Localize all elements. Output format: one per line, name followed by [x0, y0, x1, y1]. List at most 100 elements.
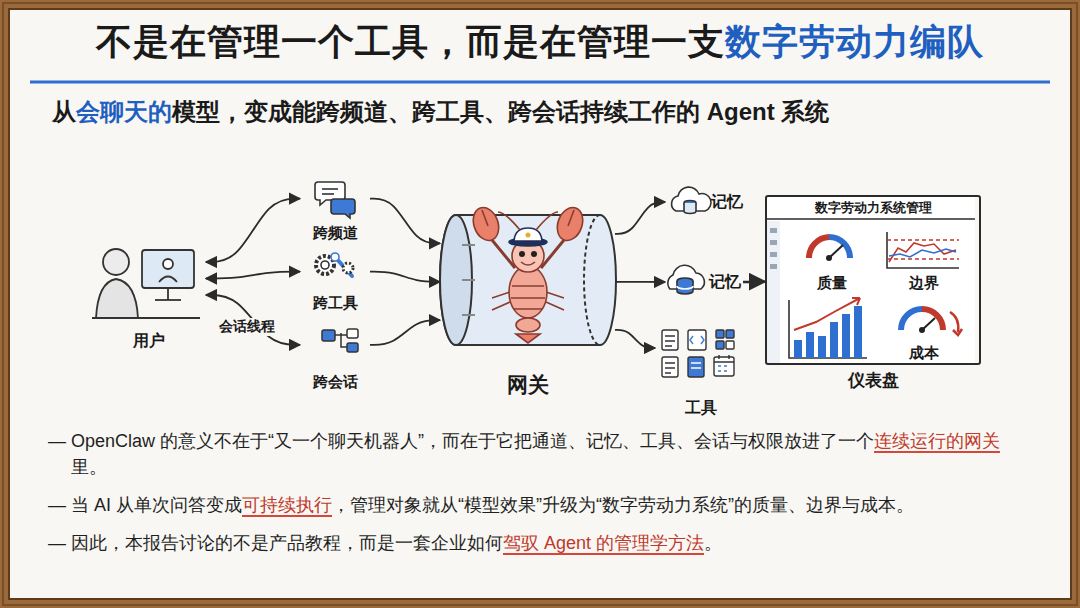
- bar-chart: [830, 322, 838, 358]
- node-label: 质量: [817, 274, 847, 292]
- plain-text: 里。: [71, 457, 107, 477]
- tools-node: 工具: [655, 325, 747, 417]
- highlight-text: 可持续执行: [242, 495, 332, 515]
- node-label: 跨工具: [313, 294, 358, 312]
- bullet-note: — OpenClaw 的意义不在于“又一个聊天机器人”，而在于它把通道、记忆、工…: [48, 428, 1033, 480]
- bar-chart: [852, 298, 860, 305]
- plain-text: 模型，变成能跨频道、跨工具、跨会话持续工作的 Agent 系统: [172, 98, 829, 125]
- boundary-chart: [889, 243, 956, 262]
- session-icon: [347, 329, 358, 338]
- tool-icons: [688, 357, 704, 377]
- node-label: 记忆: [711, 192, 743, 211]
- dashboard-panel: [767, 221, 780, 363]
- wood-frame: [9, 9, 1071, 599]
- channel-icon: [315, 182, 355, 218]
- quality-gauge: [809, 237, 850, 261]
- node-label: 工具: [685, 398, 717, 417]
- bar-chart: [806, 332, 814, 358]
- bullet-note: — 当 AI 从单次问答变成可持续执行，管理对象就从“模型效果”升级为“数字劳动…: [48, 492, 1033, 518]
- lobster-mascot: [553, 204, 587, 244]
- gateway-cylinder: [462, 244, 475, 246]
- user-figure: [142, 250, 194, 288]
- node-label: 跨频道: [313, 224, 358, 242]
- gateway-cylinder: [440, 215, 616, 345]
- dashboard-panel: [770, 264, 777, 269]
- tool-bridge-node: 跨工具: [300, 250, 370, 312]
- dashboard-panel: [765, 195, 975, 365]
- bar-chart: [794, 298, 860, 330]
- tool-icons: [662, 330, 734, 377]
- tool-icons: [665, 336, 675, 346]
- node-label: 成本: [909, 344, 939, 362]
- user-figure: [92, 317, 200, 319]
- lobster-mascot: [516, 318, 540, 332]
- channel-icon: [331, 199, 355, 218]
- connector-arrow: [206, 295, 300, 345]
- tool-icons: [688, 330, 706, 350]
- session-icon: [335, 333, 347, 347]
- node-label: 记忆: [709, 272, 741, 291]
- quality-gauge: [826, 255, 832, 261]
- quality-gauge: [809, 237, 829, 258]
- memory-database-icon: [677, 286, 693, 289]
- user-figure: [92, 249, 200, 318]
- tool-icon: [321, 261, 329, 269]
- bar-chart: [842, 314, 850, 358]
- user-figure: [167, 288, 169, 300]
- tool-icons: [714, 357, 734, 376]
- tool-icons: [690, 336, 704, 344]
- metric-boundary: 边界: [879, 226, 969, 292]
- subtitle: 从会聊天的模型，变成能跨频道、跨工具、跨会话持续工作的 Agent 系统: [52, 96, 829, 128]
- channel-icon: [322, 188, 338, 190]
- user-figure: [159, 277, 177, 283]
- gateway-cylinder: [462, 314, 475, 316]
- highlight-text: 会聊天的: [76, 98, 172, 125]
- tool-icons: [718, 366, 727, 371]
- plain-text: ，管理对象就从“模型效果”升级为“数字劳动力系统”的质量、边界与成本。: [332, 495, 914, 515]
- bar-chart: [854, 306, 862, 358]
- cost-gauge: [901, 309, 922, 330]
- lobster-mascot: [509, 266, 547, 318]
- plain-text: 不是在管理一个工具，而是在管理一支: [96, 21, 725, 62]
- dashboard-panel: [770, 228, 777, 233]
- highlight-text: 数字劳动力编队: [725, 21, 984, 62]
- wood-frame: [3, 3, 1077, 605]
- dashboard-panel: [765, 195, 975, 365]
- node-label: 边界: [909, 274, 939, 292]
- plain-text: — 当 AI 从单次问答变成: [48, 495, 242, 515]
- connector-arrow: [370, 199, 440, 244]
- connector-arrow: [615, 330, 655, 348]
- lobster-mascot: [521, 262, 535, 265]
- tool-icons: [726, 341, 734, 349]
- cost-gauge: [901, 309, 962, 335]
- user-node: 用户: [92, 240, 206, 350]
- plain-text: 从: [52, 98, 76, 125]
- memory-cloud-icon: [672, 187, 711, 213]
- plain-text: — OpenClaw 的意义不在于“又一个聊天机器人”，而在于它把通道、记忆、工…: [48, 431, 874, 451]
- cost-gauge: [950, 312, 958, 332]
- user-figure: [163, 259, 173, 269]
- connector-arrow: [370, 272, 440, 282]
- user-figure: [103, 249, 129, 275]
- lobster-mascot: [482, 210, 488, 226]
- highlight-text: 连续运行的网关: [874, 431, 1000, 451]
- memory-database-icon: [668, 265, 705, 294]
- tool-icon: [336, 258, 352, 276]
- memory-database-icon: [677, 281, 693, 294]
- tool-icons: [665, 363, 675, 373]
- tool-icons: [662, 330, 678, 350]
- node-label: 数字劳动力系统管理: [767, 200, 979, 216]
- boundary-chart: [887, 232, 959, 268]
- connector-arrow: [206, 199, 300, 262]
- session-icon: [322, 330, 335, 341]
- tool-icon: [343, 263, 353, 273]
- lobster-mascot: [516, 334, 540, 343]
- tool-icons: [714, 355, 734, 362]
- connector-arrow: [743, 280, 765, 283]
- lobster-mascot: [514, 228, 542, 241]
- lobster-mascot: [531, 251, 537, 257]
- metric-quality: 质量: [789, 226, 875, 292]
- lobster-mascot: [498, 212, 558, 230]
